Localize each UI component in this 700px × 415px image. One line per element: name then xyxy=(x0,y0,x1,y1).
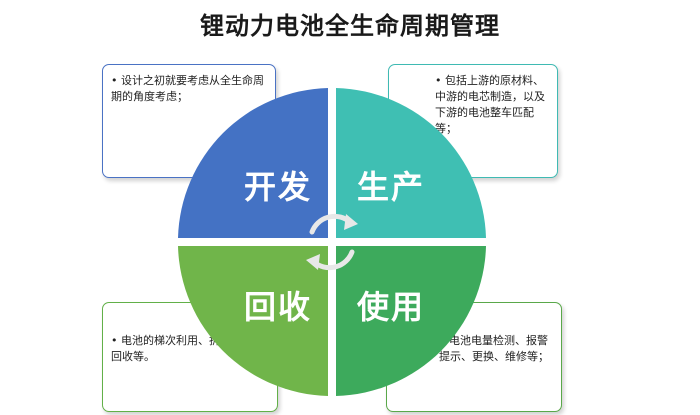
note-text-use: 电池电量检测、报警提示、更换、维修等； xyxy=(439,334,549,363)
cycle-arrowheads xyxy=(306,214,358,270)
quadrant-label-develop: 开发 xyxy=(243,168,312,206)
quadrant-label-recycle: 回收 xyxy=(243,288,312,326)
note-text-develop: 设计之初就要考虑从全生命周期的角度考虑； xyxy=(111,74,264,103)
quadrant-use xyxy=(336,246,486,396)
bullet-glyph: • xyxy=(435,74,442,87)
quadrant-develop xyxy=(178,88,328,238)
quadrant-produce xyxy=(336,88,486,238)
bullet-glyph: • xyxy=(111,74,118,87)
note-text-produce: 包括上游的原材料、中游的电芯制造，以及下游的电池整车匹配等； xyxy=(435,74,545,135)
page-title: 锂动力电池全生命周期管理 xyxy=(200,12,500,40)
quadrant-label-use: 使用 xyxy=(356,288,425,326)
bullet-glyph: • xyxy=(111,334,118,347)
quadrant-recycle xyxy=(178,246,328,396)
quadrant-label-produce: 生产 xyxy=(356,168,425,206)
